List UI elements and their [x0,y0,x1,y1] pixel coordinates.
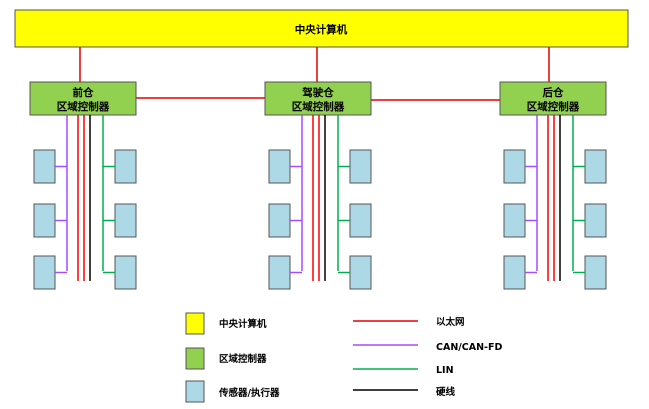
legend-label-sensor: 传感器/执行器 [218,387,280,399]
sensor-actuator-rear-left-1 [503,149,526,184]
legend-label-can: CAN/CAN-FD [436,342,502,353]
ethernet-links-central [79,47,550,82]
sensor-actuator-cockpit-right-1 [349,149,372,184]
sensor-actuator-cockpit-left-2 [268,203,291,238]
sensor-actuator-rear-left-3 [503,255,526,290]
sensor-actuator-cockpit-left-1 [268,149,291,184]
sensor-actuator-cockpit-right-2 [349,203,372,238]
legend-label-ethernet: 以太网 [436,316,465,328]
zone-controller-front: 前仓 区域控制器 [29,81,137,116]
zone-cockpit-line1: 驾驶仓 [302,86,334,99]
zone-controller-rear: 后仓 区域控制器 [499,81,607,116]
sensor-actuator-front-right-1 [114,149,137,184]
sensor-actuator-front-left-1 [33,149,56,184]
central-computer-box [14,9,629,48]
zone-front-line2: 区域控制器 [57,100,110,113]
zone-cockpit-line2: 区域控制器 [292,100,345,113]
legend-label-hardwire: 硬线 [436,386,456,398]
zone-controller-cockpit: 驾驶仓 区域控制器 [264,81,372,116]
legend-label-central: 中央计算机 [219,318,267,330]
sensor-actuator-cockpit-right-3 [349,255,372,290]
legend-label-lin: LIN [436,365,454,376]
sensor-actuator-rear-right-2 [584,203,607,238]
sensor-actuator-rear-right-1 [584,149,607,184]
sensor-actuator-front-left-2 [33,203,56,238]
legend-swatch-central [185,312,205,335]
zone-front-line1: 前仓 [73,86,94,99]
legend-swatch-zone [185,347,205,370]
sensor-actuator-cockpit-left-3 [268,255,291,290]
ethernet-links-zones [136,97,500,101]
sensor-actuator-front-right-2 [114,203,137,238]
legend: 中央计算机 区域控制器 传感器/执行器 以太网 CAN/CAN-FD LIN 硬… [185,312,502,403]
sensor-actuator-front-left-3 [33,255,56,290]
zone-buses [33,115,607,290]
sensor-actuator-front-right-3 [114,255,137,290]
sensor-actuator-rear-left-2 [503,203,526,238]
legend-label-zone: 区域控制器 [219,353,267,365]
legend-swatch-sensor [185,380,205,403]
central-computer-label: 中央计算机 [295,23,348,36]
zone-rear-line1: 后仓 [543,86,564,99]
zone-rear-line2: 区域控制器 [527,100,580,113]
sensor-actuator-rear-right-3 [584,255,607,290]
